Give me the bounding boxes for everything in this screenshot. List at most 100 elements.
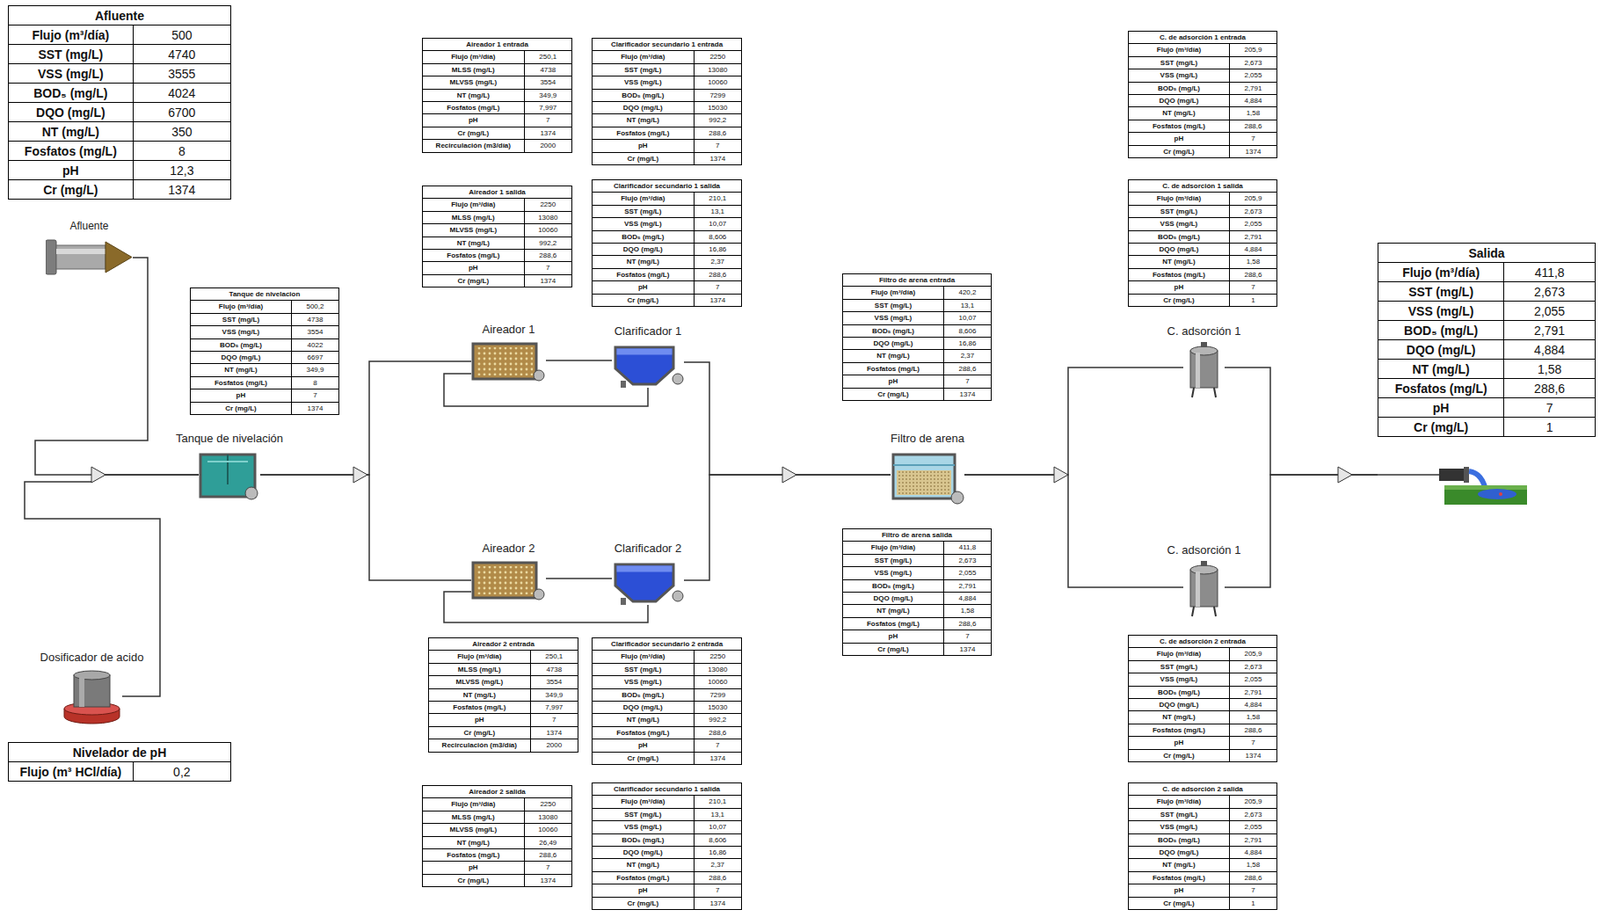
table-key: Flujo (m³/día)	[1128, 795, 1230, 808]
table-key: Cr (mg/L)	[592, 752, 695, 765]
table-value: 15030	[694, 701, 742, 714]
table-title: Clarificador secundario 1 salida	[592, 180, 742, 193]
table-title: Tanque de nivelacion	[190, 288, 340, 301]
table-key: Fosfatos (mg/L)	[1128, 120, 1230, 133]
table-value: 205,9	[1229, 192, 1278, 205]
table-key: BOD₅ (mg/L)	[592, 231, 695, 244]
table-title: Aireador 2 entrada	[429, 638, 579, 651]
table-value: 12,3	[133, 160, 232, 181]
table-title: Afluente	[8, 6, 232, 26]
table-value: 2250	[694, 50, 742, 64]
table-key: Cr (mg/L)	[843, 388, 945, 401]
table-value: 7	[1229, 132, 1278, 146]
data-table: Aireador 1 salidaFlujo (m³/día)2250MLSS …	[421, 185, 573, 288]
aer-icon	[471, 559, 546, 602]
table-value: 10,07	[694, 821, 742, 834]
equipment-unit: Dosificador de acido	[61, 668, 123, 725]
table-value: 8,606	[944, 325, 992, 338]
table-grid: Clarificador secundario 1 salidaFlujo (m…	[591, 782, 742, 910]
table-grid: AfluenteFlujo (m³/día)500SST (mg/L)4740V…	[7, 5, 232, 200]
data-table: AfluenteFlujo (m³/día)500SST (mg/L)4740V…	[7, 5, 232, 200]
unit-label: Clarificador 2	[614, 541, 683, 555]
table-key: Fosfatos (mg/L)	[592, 872, 695, 885]
table-value: 2,791	[1229, 834, 1278, 847]
table-value: 10,07	[694, 218, 742, 231]
table-value: 13,1	[694, 808, 742, 822]
table-value: 992,2	[694, 114, 742, 127]
table-value: 500	[133, 25, 232, 45]
table-value: 349,9	[291, 363, 340, 377]
table-key: VSS (mg/L)	[592, 218, 695, 231]
table-key: NT (mg/L)	[843, 604, 945, 618]
table-value: 2250	[524, 798, 573, 811]
table-grid: Filtro de arena entradaFlujo (m³/día)420…	[842, 273, 992, 401]
equipment-unit: C. adsorción 1	[1183, 560, 1225, 618]
table-key: Fosfatos (mg/L)	[429, 701, 531, 714]
data-table: SalidaFlujo (m³/día)411,8SST (mg/L)2,673…	[1377, 242, 1596, 507]
unit-label: Dosificador de acido	[40, 650, 145, 664]
table-title: Salida	[1378, 243, 1596, 263]
table-value: 7,997	[524, 101, 573, 115]
table-value: 992,2	[694, 713, 742, 727]
table-value: 10060	[524, 823, 573, 837]
table-key: BOD₅ (mg/L)	[592, 689, 695, 702]
table-value: 1,58	[1229, 711, 1278, 724]
table-key: pH	[190, 389, 292, 402]
table-value: 2250	[694, 650, 742, 663]
table-value: 7299	[694, 689, 742, 702]
table-key: NT (mg/L)	[1128, 858, 1230, 872]
table-key: Cr (mg/L)	[1128, 897, 1230, 910]
table-value: 1374	[694, 752, 742, 765]
table-key: NT (mg/L)	[1128, 107, 1230, 120]
table-value: 1	[1504, 417, 1596, 437]
table-key: Flujo (m³/día)	[592, 650, 695, 663]
table-key: DQO (mg/L)	[843, 592, 945, 605]
data-table: Aireador 2 entradaFlujo (m³/día)250,1MLS…	[428, 637, 579, 753]
table-key: VSS (mg/L)	[592, 676, 695, 689]
table-value: 2,055	[1504, 301, 1596, 321]
flow-line	[24, 474, 199, 697]
data-table: C. de adsorción 2 salidaFlujo (m³/día)20…	[1127, 782, 1278, 910]
table-key: DQO (mg/L)	[592, 101, 695, 115]
table-value: 2,791	[1229, 686, 1278, 699]
table-value: 8,606	[694, 231, 742, 244]
table-key: NT (mg/L)	[422, 89, 525, 102]
equipment-unit: Aireador 1	[471, 340, 546, 383]
table-value: 288,6	[1229, 269, 1278, 282]
table-value: 4738	[530, 663, 579, 677]
fil-icon	[890, 449, 965, 506]
table-key: Fosfatos (mg/L)	[1128, 269, 1230, 282]
table-key: Fosfatos (mg/L)	[8, 141, 134, 161]
table-key: BOD₅ (mg/L)	[190, 339, 292, 352]
table-value: 288,6	[694, 727, 742, 740]
data-table: Clarificador secundario 2 entradaFlujo (…	[591, 637, 742, 765]
splitter-symbol	[353, 466, 368, 483]
table-value: 4,884	[944, 592, 992, 605]
unit-label: Clarificador 1	[614, 324, 683, 338]
table-key: Cr (mg/L)	[1378, 417, 1505, 437]
table-value: 2250	[524, 198, 573, 211]
flow-line	[545, 359, 612, 362]
table-key: MLSS (mg/L)	[429, 663, 531, 677]
table-value: 4022	[291, 339, 340, 352]
table-key: VSS (mg/L)	[592, 76, 695, 89]
table-key: pH	[1378, 398, 1505, 418]
table-value: 1374	[694, 897, 742, 910]
table-value: 288,6	[944, 618, 992, 631]
table-value: 2,673	[944, 554, 992, 568]
table-key: NT (mg/L)	[429, 689, 531, 702]
unit-label: Aireador 2	[482, 541, 536, 555]
table-key: DQO (mg/L)	[592, 846, 695, 859]
table-value: 7	[944, 630, 992, 643]
data-table: Aireador 2 salidaFlujo (m³/día)2250MLSS …	[421, 785, 573, 888]
table-key: VSS (mg/L)	[843, 312, 945, 325]
table-key: NT (mg/L)	[1128, 711, 1230, 724]
table-value: 2,791	[1229, 82, 1278, 95]
flow-line	[1224, 367, 1378, 475]
unit-label: C. adsorción 1	[1167, 324, 1242, 338]
table-value: 205,9	[1229, 43, 1278, 57]
table-value: 288,6	[524, 849, 573, 862]
table-key: pH	[1128, 281, 1230, 294]
table-key: BOD₅ (mg/L)	[843, 580, 945, 593]
